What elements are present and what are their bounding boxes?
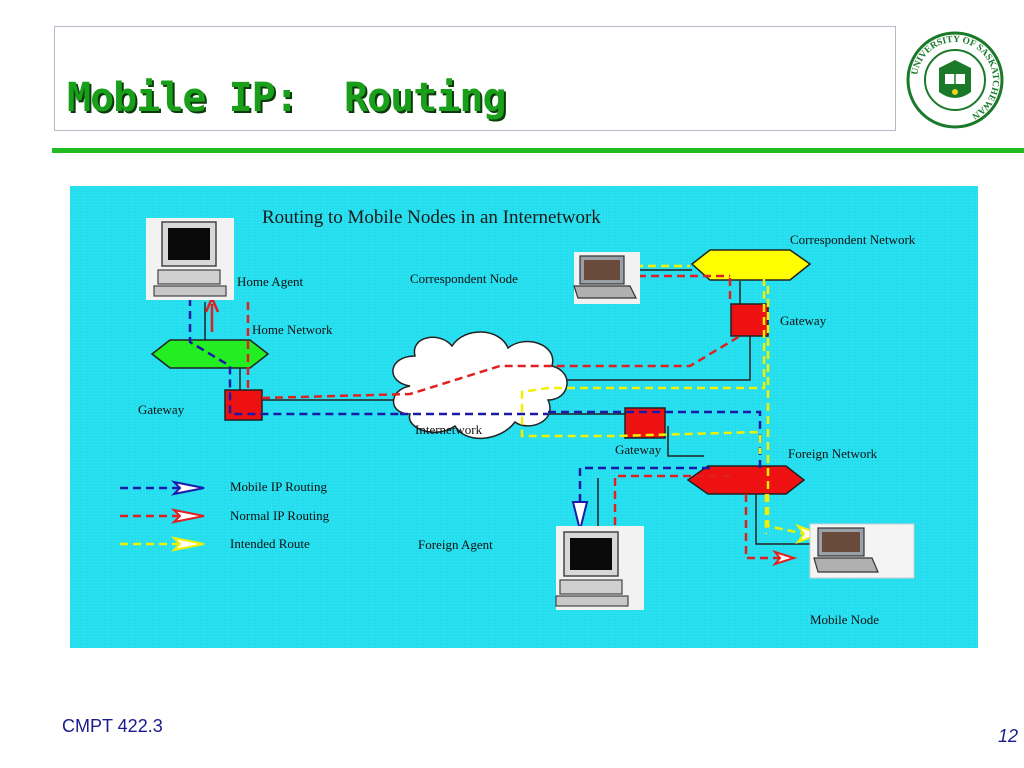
normal-ip-arrowhead (772, 550, 798, 566)
legend-label-normal-ip: Normal IP Routing (230, 508, 330, 523)
home-agent-label: Home Agent (237, 274, 303, 289)
internetwork-label: Internetwork (415, 422, 483, 437)
page-number: 12 (997, 726, 1018, 746)
diagram-heading: Routing to Mobile Nodes in an Internetwo… (262, 207, 601, 228)
title-rule (52, 148, 1024, 153)
legend-item-intended: Intended Route (120, 536, 310, 552)
intended-route (520, 264, 806, 536)
correspondent-gateway-router (730, 303, 769, 337)
correspondent-gateway-label: Gateway (780, 313, 827, 328)
title-box: Mobile IP: Routing (54, 26, 896, 131)
legend: Mobile IP Routing Normal IP Routing Inte… (120, 479, 330, 552)
legend-label-mobile-ip: Mobile IP Routing (230, 479, 328, 494)
foreign-network-label: Foreign Network (788, 446, 878, 461)
correspondent-network-shape (690, 249, 812, 281)
footer-course: CMPT 422.3 (62, 716, 163, 736)
foreign-agent-label: Foreign Agent (418, 537, 493, 552)
home-gateway-label: Gateway (138, 402, 185, 417)
mobile-node-label: Mobile Node (810, 612, 879, 627)
legend-item-mobile-ip: Mobile IP Routing (120, 479, 328, 496)
correspondent-network-label: Correspondent Network (790, 232, 916, 247)
university-logo: UNIVERSITY OF SASKATCHEWAN (906, 31, 1004, 129)
normal-ip-route (246, 274, 780, 560)
slide-title: Mobile IP: Routing (67, 75, 507, 121)
home-network-label: Home Network (252, 322, 333, 337)
foreign-agent-computer (555, 526, 644, 610)
legend-label-intended: Intended Route (230, 536, 310, 551)
mobile-node-laptop (809, 523, 915, 579)
correspondent-node-laptop (573, 252, 640, 304)
correspondent-node-label: Correspondent Node (410, 271, 518, 286)
mobile-ip-arrowhead (571, 501, 589, 531)
internetwork-cloud (392, 331, 568, 440)
routing-diagram: Routing to Mobile Nodes in an Internetwo… (70, 186, 978, 648)
legend-item-normal-ip: Normal IP Routing (120, 508, 330, 524)
foreign-gateway-label: Gateway (615, 442, 662, 457)
foreign-network-shape (686, 465, 806, 495)
home-agent-computer (146, 218, 234, 300)
